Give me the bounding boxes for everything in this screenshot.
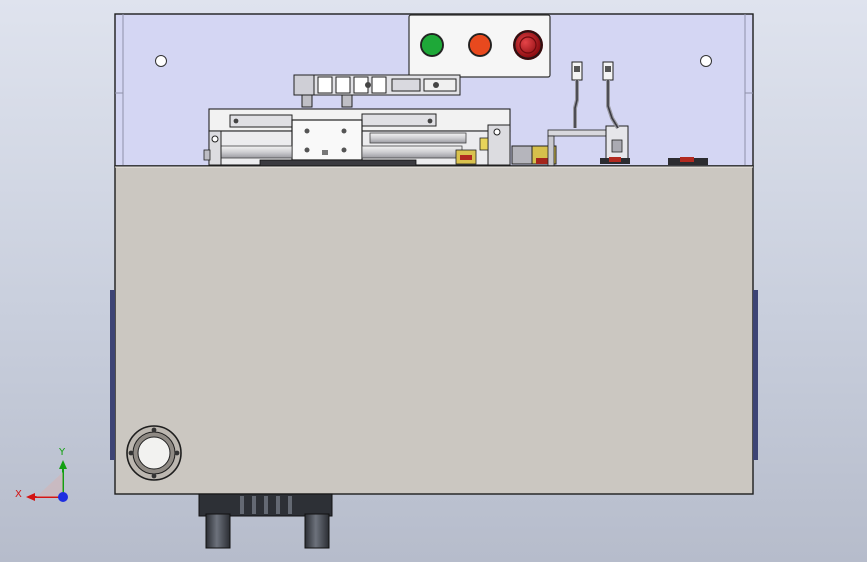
start-button[interactable] bbox=[420, 33, 444, 57]
axis-triad: X Y bbox=[15, 447, 68, 502]
cabinet-right-rail bbox=[753, 290, 758, 460]
triad-y-label: Y bbox=[58, 447, 66, 458]
emergency-stop-button[interactable] bbox=[513, 30, 543, 60]
cabinet-left-rail bbox=[110, 290, 115, 460]
triad-z-axis bbox=[58, 492, 68, 502]
sensor-cables bbox=[571, 61, 620, 130]
stop-button[interactable] bbox=[468, 33, 492, 57]
cable-drag-chain bbox=[293, 74, 461, 108]
access-port bbox=[126, 425, 182, 481]
linear-slide-module bbox=[203, 108, 511, 167]
feed-roller-assembly bbox=[511, 125, 708, 167]
mounting-hole-right bbox=[700, 55, 712, 67]
mounting-hole-left bbox=[155, 55, 167, 67]
triad-x-arrow bbox=[26, 493, 35, 501]
triad-plane-wedge bbox=[36, 472, 63, 497]
machine-assembly bbox=[110, 13, 758, 549]
triad-x-label: X bbox=[15, 489, 22, 500]
triad-y-arrow bbox=[59, 460, 67, 469]
lower-cabinet bbox=[114, 165, 754, 495]
bottom-bracket bbox=[198, 493, 333, 549]
control-panel bbox=[408, 14, 551, 78]
